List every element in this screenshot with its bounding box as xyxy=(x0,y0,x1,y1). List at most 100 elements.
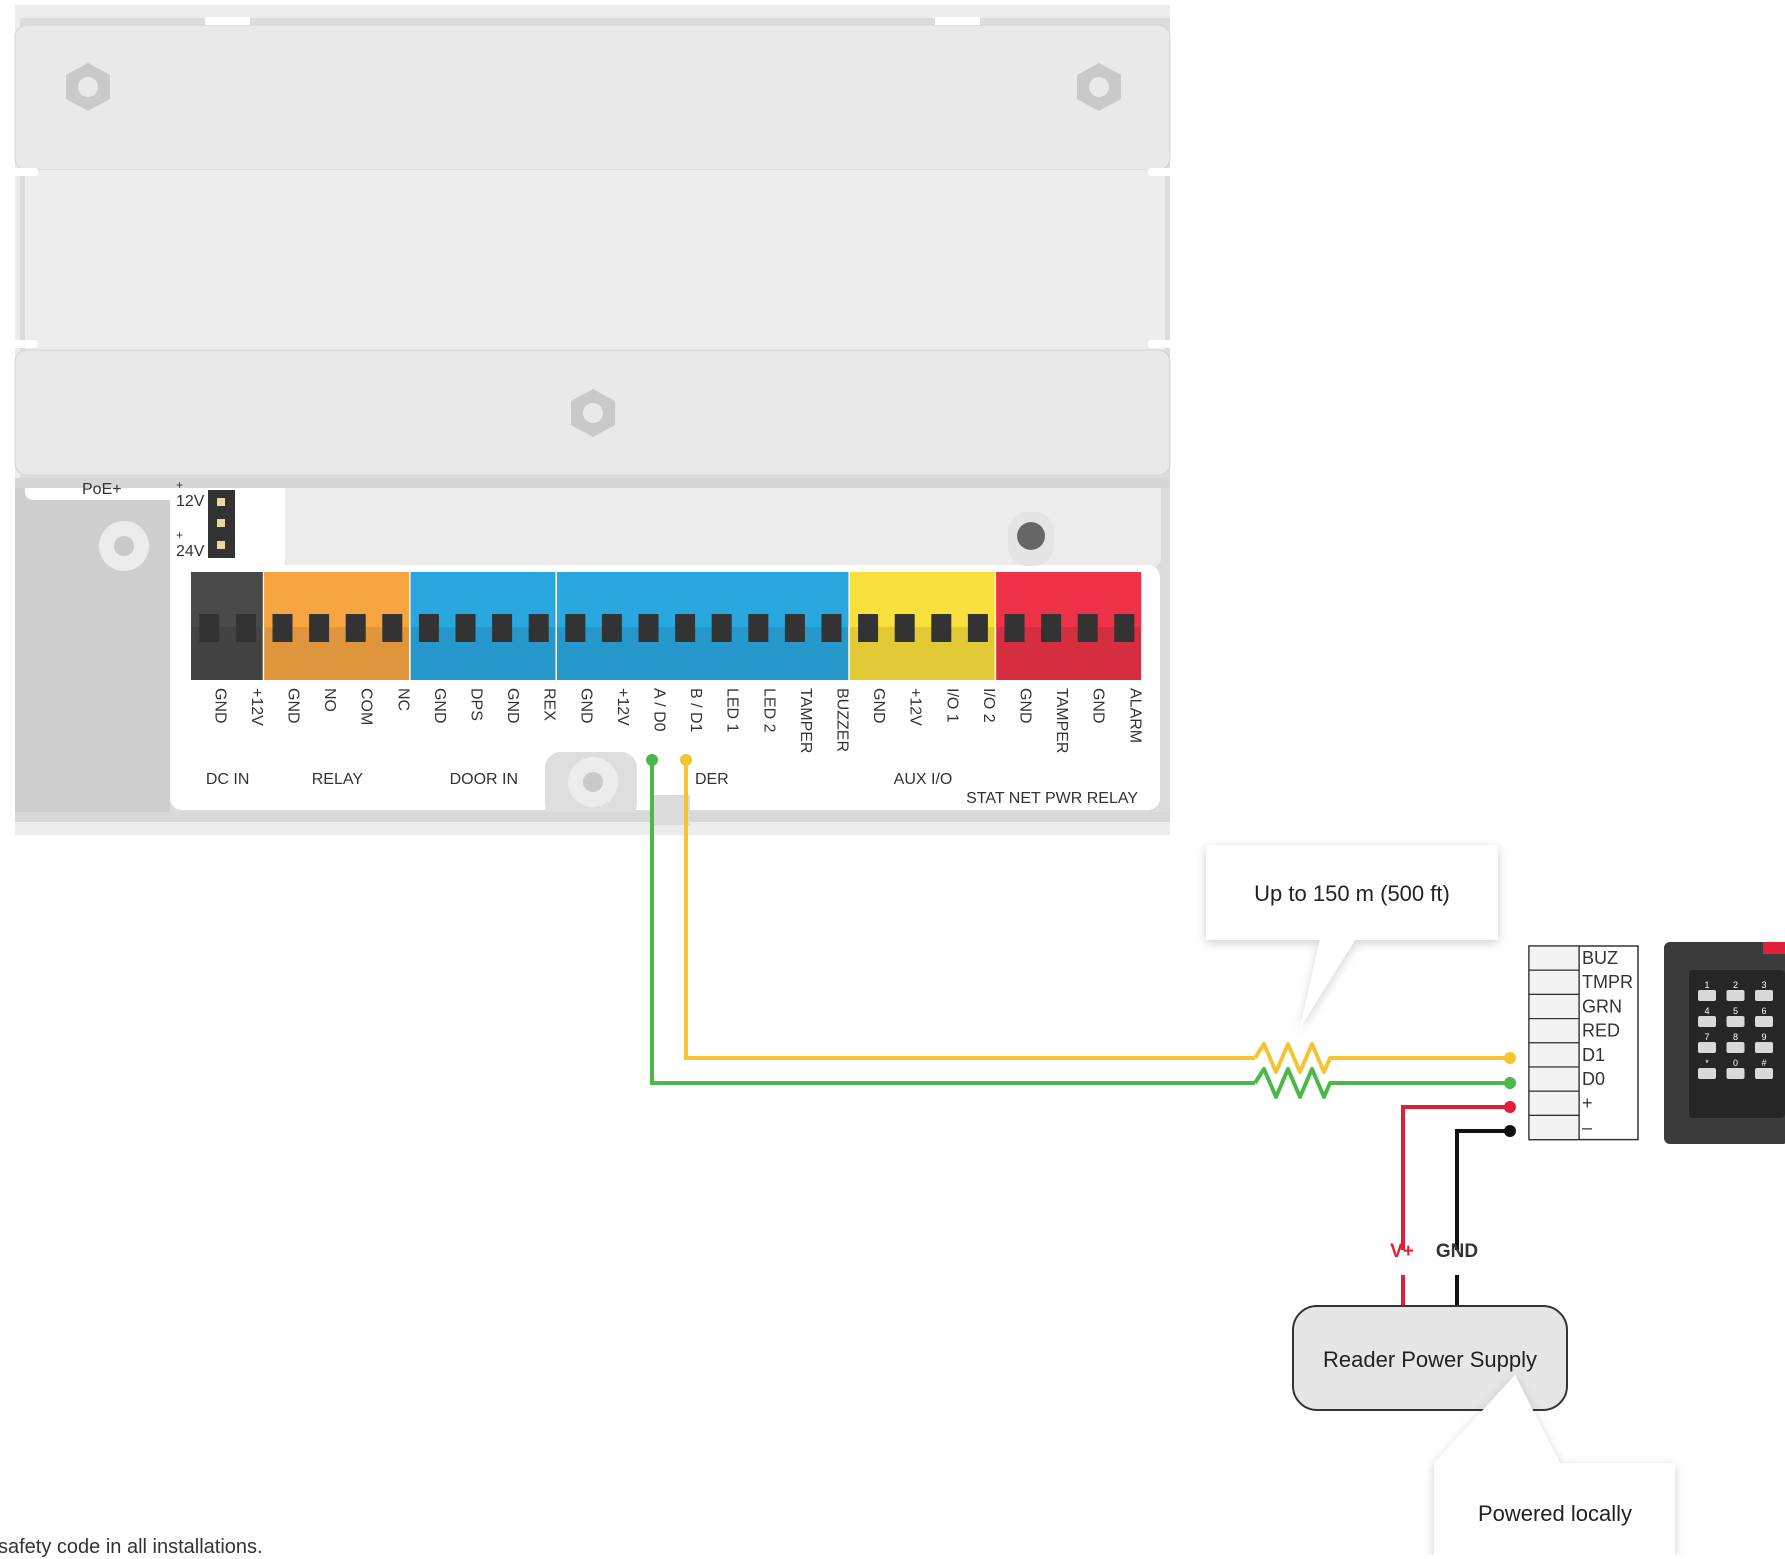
keypad-key[interactable] xyxy=(1755,1016,1773,1027)
terminal-screw[interactable] xyxy=(1004,614,1025,642)
distance-label: Up to 150 m (500 ft) xyxy=(1254,881,1450,906)
key-label: 3 xyxy=(1761,980,1766,990)
key-label: 7 xyxy=(1704,1032,1709,1042)
terminal-screw[interactable] xyxy=(492,614,513,642)
key-label: * xyxy=(1705,1058,1709,1068)
led-indicator xyxy=(1008,512,1054,566)
key-label: 2 xyxy=(1733,980,1738,990)
wire-d0 xyxy=(650,760,1255,1085)
terminal-label: B / D1 xyxy=(687,688,704,733)
powered-callout xyxy=(1434,1375,1675,1555)
reader-terminal-label: D0 xyxy=(1582,1069,1605,1089)
jumper-label-24v: 24V xyxy=(176,543,205,560)
keypad-key[interactable] xyxy=(1755,1068,1773,1079)
terminal-label: GND xyxy=(285,688,302,724)
wire-channel xyxy=(650,795,690,825)
key-label: 1 xyxy=(1704,980,1709,990)
terminal-label: A / D0 xyxy=(651,688,668,732)
keypad-key[interactable] xyxy=(1726,990,1745,1001)
screw-icon xyxy=(99,521,149,571)
terminal-label: REX xyxy=(541,688,558,721)
wires xyxy=(646,754,1516,1332)
terminal-screw[interactable] xyxy=(858,614,879,642)
terminal-screw[interactable] xyxy=(565,614,586,642)
terminal-label: GND xyxy=(211,688,228,724)
keypad-key[interactable] xyxy=(1698,990,1716,1001)
terminal-screw[interactable] xyxy=(455,614,476,642)
terminal-screw[interactable] xyxy=(784,614,805,642)
reader-terminal-slot[interactable] xyxy=(1528,969,1580,996)
wire-d0-resistor xyxy=(1253,1067,1510,1099)
reader-terminal-slot[interactable] xyxy=(1528,1042,1580,1068)
terminal-screw[interactable] xyxy=(345,614,366,642)
terminal-screw[interactable] xyxy=(235,614,256,642)
terminal-label: ALARM xyxy=(1126,688,1143,743)
terminal-screw[interactable] xyxy=(1114,614,1135,642)
terminal-screw[interactable] xyxy=(1041,614,1062,642)
terminal-screw[interactable] xyxy=(748,614,769,642)
wire-gnd xyxy=(1455,1129,1510,1250)
key-label: 9 xyxy=(1761,1032,1766,1042)
terminal-screw[interactable] xyxy=(418,614,439,642)
terminal-screw[interactable] xyxy=(272,614,293,642)
reader-terminal-slot[interactable] xyxy=(1528,1114,1580,1141)
keypad-key[interactable] xyxy=(1726,1016,1745,1027)
jumper-plus-12v: + xyxy=(176,478,183,492)
terminal-screw[interactable] xyxy=(894,614,915,642)
terminal-screw[interactable] xyxy=(638,614,659,642)
key-label: 4 xyxy=(1704,1006,1709,1016)
terminal-screw[interactable] xyxy=(967,614,988,642)
terminal-screw[interactable] xyxy=(711,614,732,642)
terminal-label: GND xyxy=(431,688,448,724)
jumper-plus-24v: + xyxy=(176,528,183,542)
wire-vplus xyxy=(1401,1105,1510,1250)
terminal-screw[interactable] xyxy=(382,614,403,642)
hex-nut-icon xyxy=(571,389,615,437)
terminal-screw[interactable] xyxy=(931,614,952,642)
controller-housing xyxy=(10,5,1176,835)
terminal-screw[interactable] xyxy=(601,614,622,642)
terminal-label: +12V xyxy=(907,688,924,726)
reader-terminal-slot[interactable] xyxy=(1528,945,1580,971)
terminal-label: NC xyxy=(394,688,411,711)
terminal-label: LED 1 xyxy=(724,688,741,733)
gnd-label: GND xyxy=(1436,1241,1478,1262)
keypad-key[interactable] xyxy=(1726,1042,1745,1053)
terminal-screw[interactable] xyxy=(309,614,330,642)
terminal-screw[interactable] xyxy=(199,614,220,642)
voltage-jumper[interactable] xyxy=(208,490,235,558)
keypad-key[interactable] xyxy=(1755,1042,1773,1053)
key-label: 5 xyxy=(1733,1006,1738,1016)
reader-terminal-label: BUZ xyxy=(1582,948,1618,968)
power-supply-label: Reader Power Supply xyxy=(1323,1347,1537,1372)
reader-terminal-slot[interactable] xyxy=(1528,1017,1580,1044)
terminal-screw[interactable] xyxy=(675,614,696,642)
keypad-key[interactable] xyxy=(1698,1068,1716,1079)
terminal-label: LED 2 xyxy=(760,688,777,733)
terminal-screw[interactable] xyxy=(821,614,842,642)
group-label: STAT NET PWR RELAY xyxy=(966,790,1138,807)
reader-terminal-slot[interactable] xyxy=(1528,1066,1580,1092)
keypad-key[interactable] xyxy=(1755,990,1773,1001)
poe-label: PoE+ xyxy=(82,481,122,498)
keypad-key[interactable] xyxy=(1726,1068,1745,1079)
keypad-key[interactable] xyxy=(1698,1016,1716,1027)
terminal-label: I/O 2 xyxy=(980,688,997,723)
reader-terminal-label: RED xyxy=(1582,1021,1620,1041)
terminal-screw[interactable] xyxy=(528,614,549,642)
jumper-label-12v: 12V xyxy=(176,493,205,510)
wire-d1-resistor xyxy=(1253,1042,1510,1074)
group-label: DC IN xyxy=(206,771,250,788)
reader-terminal-slot[interactable] xyxy=(1528,993,1580,1020)
keypad-key[interactable] xyxy=(1698,1042,1716,1053)
terminal-label: BUZZER xyxy=(834,688,851,752)
key-label: 6 xyxy=(1761,1006,1766,1016)
reader-terminal-slot[interactable] xyxy=(1528,1090,1580,1116)
wire-d1 xyxy=(684,760,1255,1060)
terminal-screw[interactable] xyxy=(1077,614,1098,642)
